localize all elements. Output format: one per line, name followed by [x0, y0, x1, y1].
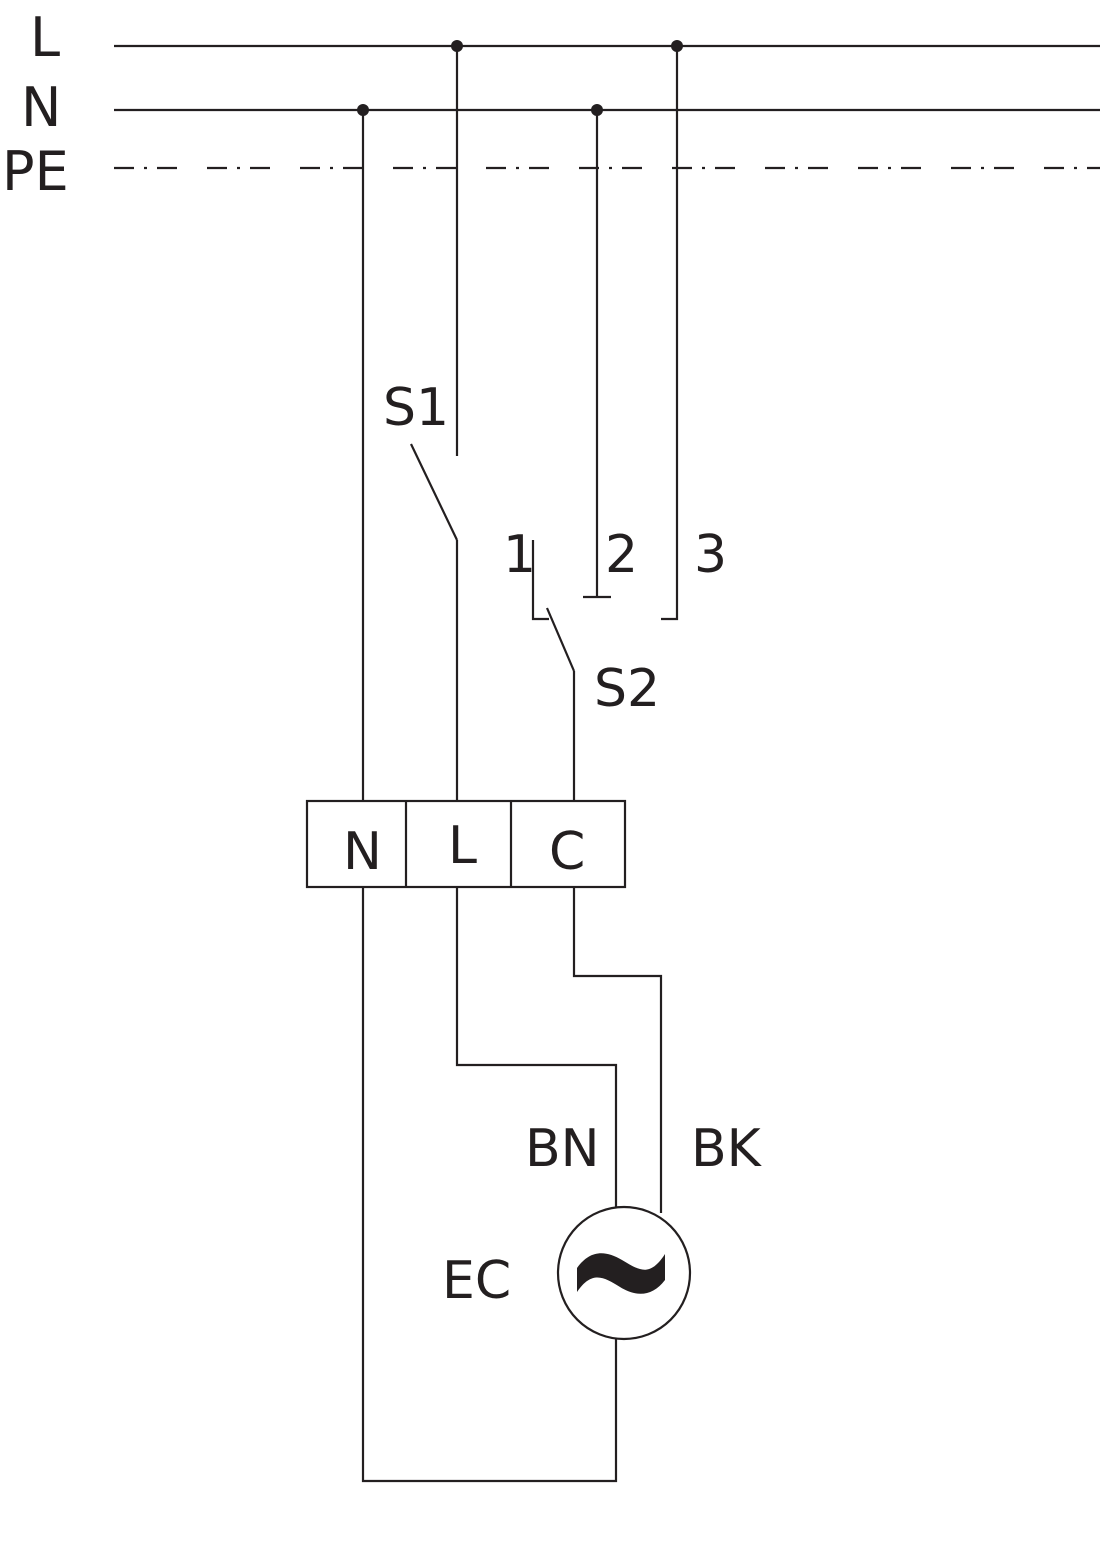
switch-s1-label: S1	[383, 378, 449, 438]
bus-label-l: L	[30, 6, 60, 69]
switch-s1-blade	[410, 443, 458, 541]
switch-s2-blade	[545, 607, 576, 672]
wire-s2-pos3	[661, 46, 679, 621]
switch-s2-label: S2	[594, 659, 660, 719]
terminal-block	[305, 799, 627, 889]
s2-position-2: 2	[605, 525, 638, 585]
wire-brown	[455, 887, 618, 1208]
ac-tilde-icon	[577, 1253, 665, 1294]
s2-position-1: 1	[503, 525, 536, 585]
motor-symbol	[556, 1205, 692, 1341]
wire-brown-label: BN	[525, 1119, 600, 1179]
wire-black	[572, 887, 663, 1213]
terminal-c: C	[549, 822, 585, 882]
bus-label-pe: PE	[2, 140, 69, 203]
terminal-l: L	[448, 816, 477, 876]
bus-label-n: N	[21, 76, 61, 139]
terminal-n: N	[343, 822, 382, 882]
wire-neutral-return	[361, 887, 618, 1483]
s2-position-3: 3	[694, 525, 727, 585]
wire-black-label: BK	[691, 1119, 763, 1179]
s2-contact-1	[531, 540, 549, 621]
motor-label: EC	[442, 1251, 511, 1311]
